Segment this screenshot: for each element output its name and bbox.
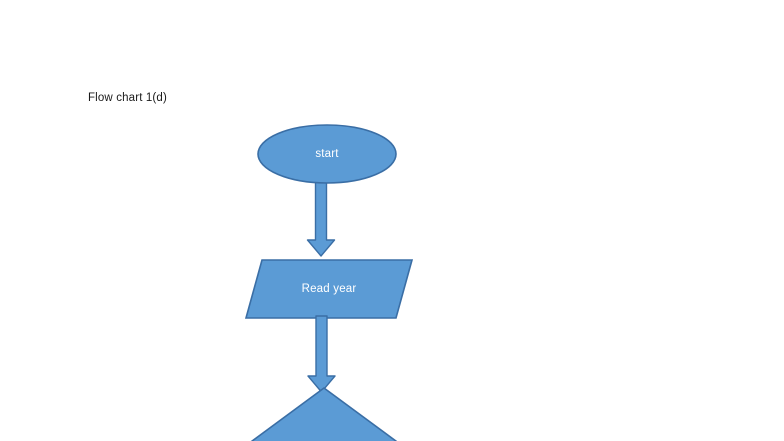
- node-read-year[interactable]: [244, 259, 414, 319]
- connector-start-to-read-year: [306, 178, 336, 257]
- diamond-shape: [250, 387, 398, 441]
- parallelogram-shape: [244, 259, 414, 319]
- down-arrow-icon: [306, 178, 336, 257]
- ellipse-shape: [257, 124, 397, 184]
- node-decision[interactable]: [244, 387, 404, 441]
- page-title: Flow chart 1(d): [88, 92, 167, 104]
- connector-read-year-to-decision: [307, 315, 336, 393]
- down-arrow-icon: [307, 315, 336, 393]
- node-start[interactable]: [257, 124, 397, 184]
